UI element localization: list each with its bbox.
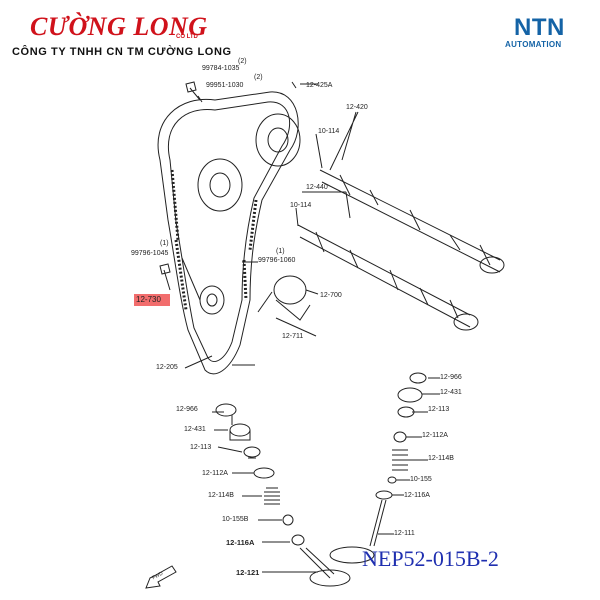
label-12-114b-right: 12-114B <box>428 455 454 462</box>
label-12-730[interactable]: 12-730 <box>136 295 161 304</box>
label-12-112a-right: 12-112A <box>422 432 448 439</box>
brand-sub: CO LTD <box>176 34 198 40</box>
label-99796-1060: 99796-1060 <box>258 257 296 264</box>
label-12-420: 12-420 <box>346 104 368 111</box>
label-12-121: 12-121 <box>236 568 260 577</box>
label-qty-2: (2) <box>254 74 263 81</box>
label-99951-1030: 99951-1030 <box>206 82 244 89</box>
label-10-114-a: 10-114 <box>318 128 340 135</box>
ntn-logo: NTN <box>514 14 565 41</box>
company-name: CÔNG TY TNHH CN TM CƯỜNG LONG <box>12 46 232 58</box>
label-12-440: 12-440 <box>306 184 328 191</box>
label-12-116a-right: 12-116A <box>404 492 430 499</box>
label-12-966-right: 12-966 <box>440 374 462 381</box>
ntn-sub: AUTOMATION <box>505 40 562 49</box>
label-12-425a: 12-425A <box>306 82 333 89</box>
label-12-205: 12-205 <box>156 364 178 371</box>
label-10-155: 10-155 <box>410 476 432 483</box>
label-12-111: 12-111 <box>394 530 415 537</box>
label-12-113-left: 12-113 <box>190 444 212 451</box>
label-99784-1035: 99784-1035 <box>202 65 240 72</box>
label-12-113-right: 12-113 <box>428 406 450 413</box>
label-12-431-left: 12-431 <box>184 426 206 433</box>
label-12-431-right: 12-431 <box>440 389 462 396</box>
part-number: NEP52-015B-2 <box>362 546 499 571</box>
label-10-155b: 10-155B <box>222 516 249 523</box>
label-99796-1045: 99796-1045 <box>131 250 169 257</box>
label-10-114-b: 10-114 <box>290 202 312 209</box>
label-qty-1: (2) <box>238 58 247 65</box>
highlight-12-730 <box>134 294 170 306</box>
label-12-966-left: 12-966 <box>176 406 198 413</box>
label-12-711: 12-711 <box>282 333 304 340</box>
label-qty-3: (1) <box>160 240 169 247</box>
label-12-112a-left: 12-112A <box>202 470 228 477</box>
label-qty-4: (1) <box>276 248 285 255</box>
label-12-114b-left: 12-114B <box>208 492 234 499</box>
brand-logo: CƯỜNG LONG <box>30 12 208 41</box>
label-12-116a-left: 12-116A <box>226 538 255 547</box>
label-12-700: 12-700 <box>320 292 342 299</box>
